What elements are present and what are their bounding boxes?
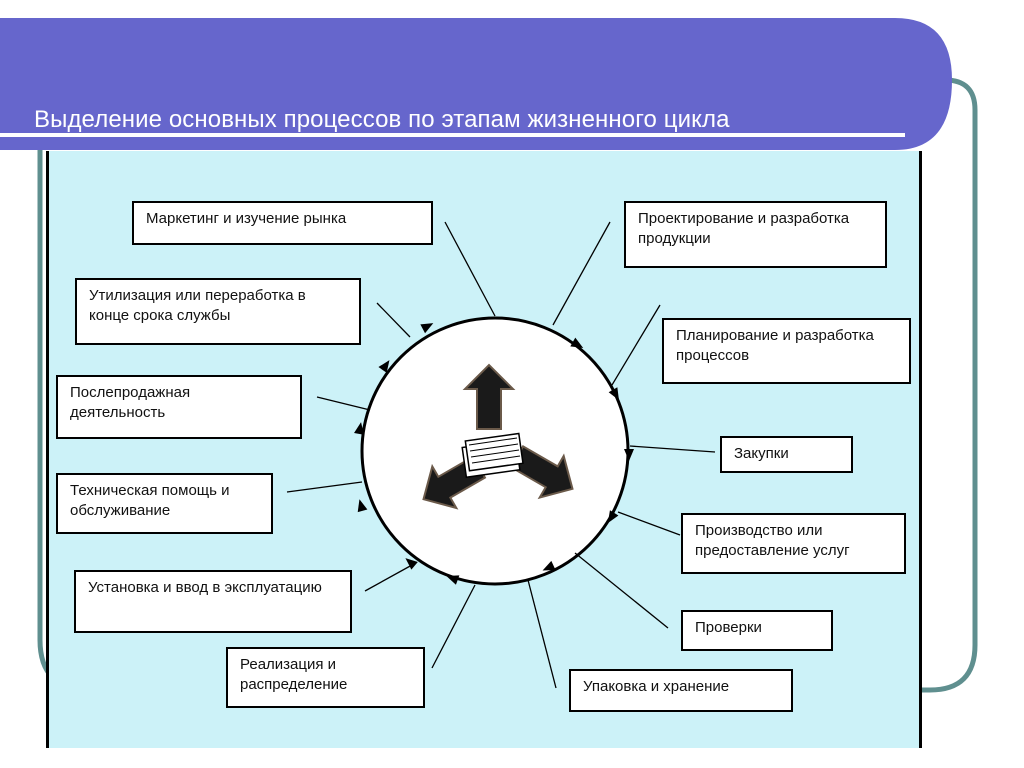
- connector-lines: [286, 221, 716, 689]
- stage-packaging: Упаковка и хранение: [569, 669, 793, 712]
- stage-distribution: Реализация и распределение: [226, 647, 425, 708]
- recycle-icon: [422, 363, 574, 510]
- connector-inspection: [574, 552, 669, 629]
- recycle-arrow: [462, 363, 516, 430]
- connector-purchasing: [629, 445, 716, 453]
- connector-after-sales: [316, 396, 371, 411]
- connector-distribution: [431, 584, 476, 669]
- arrowhead: [420, 323, 434, 334]
- connector-support: [286, 481, 363, 493]
- stage-after-sales: Послепродажная деятельность: [56, 375, 302, 439]
- arrowhead: [624, 449, 634, 461]
- arrowhead: [378, 360, 390, 373]
- cycle-arrowheads: [354, 323, 634, 585]
- connector-packaging: [527, 579, 557, 689]
- stage-process-planning: Планирование и разработка процессов: [662, 318, 911, 384]
- stage-production: Производство или предоставление услуг: [681, 513, 906, 574]
- stage-inspection: Проверки: [681, 610, 833, 651]
- connector-marketing: [444, 221, 496, 317]
- stack-icon: [461, 432, 524, 479]
- stage-installation: Установка и ввод в эксплуатацию: [74, 570, 352, 633]
- connector-installation: [364, 564, 413, 592]
- arrowhead: [607, 510, 619, 524]
- stage-support: Техническая помощь и обслуживание: [56, 473, 273, 534]
- arrowhead: [354, 422, 364, 435]
- arrowhead: [446, 575, 460, 585]
- arrowhead: [357, 499, 368, 513]
- stage-disposal: Утилизация или переработка в конце срока…: [75, 278, 361, 345]
- connector-process-planning: [611, 304, 661, 386]
- connector-disposal: [376, 302, 411, 338]
- slide-title: Выделение основных процессов по этапам ж…: [34, 106, 730, 133]
- stage-design: Проектирование и разработка продукции: [624, 201, 887, 268]
- arrowhead: [542, 560, 556, 571]
- arrowhead: [570, 337, 584, 348]
- stage-marketing: Маркетинг и изучение рынка: [132, 201, 433, 245]
- connector-production: [617, 511, 681, 536]
- stage-purchasing: Закупки: [720, 436, 853, 473]
- header-band: [0, 18, 952, 150]
- connector-design: [552, 221, 611, 326]
- arrowhead: [608, 387, 619, 401]
- arrowhead: [405, 558, 418, 570]
